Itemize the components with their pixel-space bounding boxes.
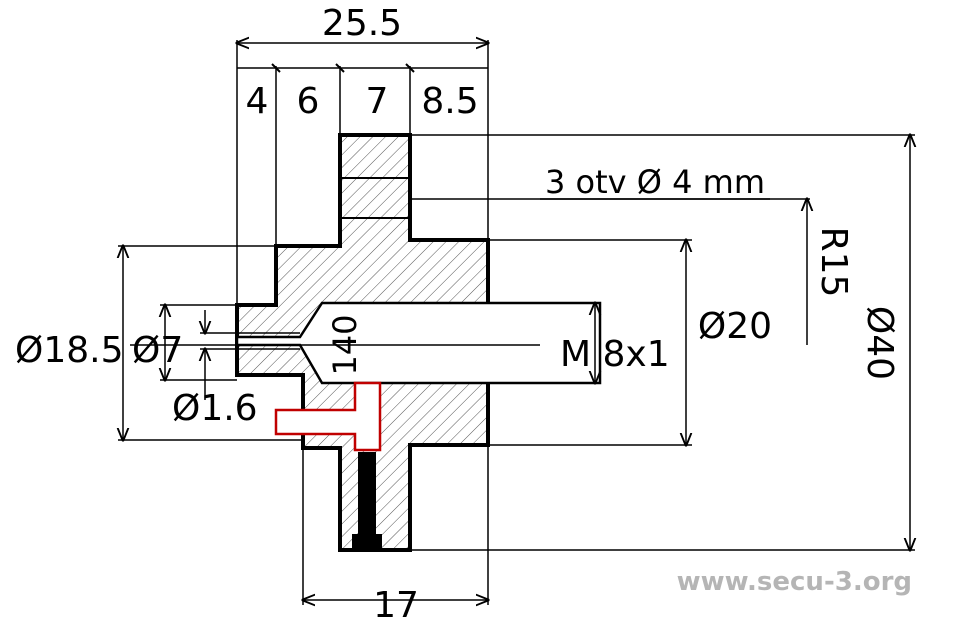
dim-bottom-length: 17 [373,585,419,620]
dim-step-1: 4 [246,81,269,122]
dim-small-hole: Ø1.6 [172,388,258,429]
dim-pin-diameter: Ø7 [132,330,183,371]
insert-pin [358,452,376,548]
dim-step-3: 7 [366,81,389,122]
dim-thread: M 8x1 [560,334,670,375]
holes-note: 3 otv Ø 4 mm [545,163,765,201]
dim-hub-diameter: Ø20 [698,306,772,347]
oil-channel [274,381,382,452]
dim-outer-diameter: Ø40 [859,306,900,380]
dim-radius: R15 [813,227,854,298]
dim-cone-angle: 140 [326,314,364,375]
dim-shoulder-diameter: Ø18.5 [15,330,124,371]
dim-step-4: 8.5 [421,81,478,122]
watermark: www.secu-3.org [677,567,912,597]
dim-overall-length: 25.5 [322,3,402,44]
dim-step-2: 6 [297,81,320,122]
